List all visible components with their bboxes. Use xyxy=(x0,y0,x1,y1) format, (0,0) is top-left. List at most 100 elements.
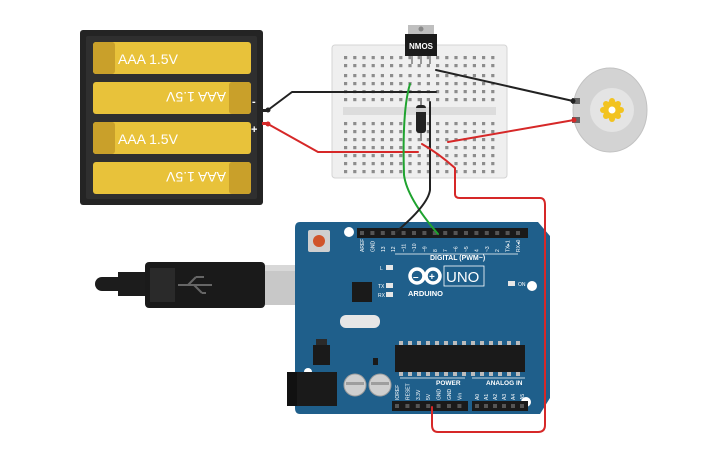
nmos-transistor[interactable]: NMOS xyxy=(405,25,437,64)
breadboard-hole[interactable] xyxy=(399,146,403,150)
dc-motor[interactable] xyxy=(572,67,648,153)
breadboard-hole[interactable] xyxy=(463,122,467,126)
breadboard-hole[interactable] xyxy=(482,56,486,60)
breadboard-hole[interactable] xyxy=(454,64,458,68)
breadboard-hole[interactable] xyxy=(417,154,421,158)
breadboard-hole[interactable] xyxy=(362,170,366,174)
breadboard-hole[interactable] xyxy=(344,74,348,78)
header-pin[interactable] xyxy=(443,231,448,235)
header-pin[interactable] xyxy=(516,231,520,235)
wire-battery-negative[interactable] xyxy=(267,91,437,111)
breadboard-hole[interactable] xyxy=(491,162,495,166)
breadboard-hole[interactable] xyxy=(463,56,467,60)
breadboard-hole[interactable] xyxy=(399,154,403,158)
breadboard-hole[interactable] xyxy=(362,82,366,86)
breadboard-hole[interactable] xyxy=(371,98,375,102)
breadboard-hole[interactable] xyxy=(371,56,375,60)
header-pin[interactable] xyxy=(475,404,479,408)
breadboard-hole[interactable] xyxy=(362,162,366,166)
breadboard-hole[interactable] xyxy=(353,64,357,68)
breadboard-hole[interactable] xyxy=(426,170,430,174)
breadboard-hole[interactable] xyxy=(371,130,375,134)
diode[interactable] xyxy=(416,98,426,141)
breadboard-hole[interactable] xyxy=(472,56,476,60)
breadboard-hole[interactable] xyxy=(463,98,467,102)
breadboard-hole[interactable] xyxy=(426,56,430,60)
breadboard-hole[interactable] xyxy=(390,154,394,158)
breadboard-hole[interactable] xyxy=(417,146,421,150)
breadboard-hole[interactable] xyxy=(417,162,421,166)
header-pin[interactable] xyxy=(391,231,396,235)
breadboard-hole[interactable] xyxy=(399,56,403,60)
breadboard-hole[interactable] xyxy=(454,74,458,78)
breadboard-hole[interactable] xyxy=(344,130,348,134)
header-pin[interactable] xyxy=(380,231,385,235)
breadboard-hole[interactable] xyxy=(445,138,449,142)
breadboard-hole[interactable] xyxy=(482,138,486,142)
breadboard-hole[interactable] xyxy=(408,122,412,126)
breadboard-hole[interactable] xyxy=(390,130,394,134)
breadboard-hole[interactable] xyxy=(491,170,495,174)
breadboard-hole[interactable] xyxy=(472,74,476,78)
breadboard-hole[interactable] xyxy=(353,162,357,166)
breadboard-hole[interactable] xyxy=(454,56,458,60)
breadboard-hole[interactable] xyxy=(353,130,357,134)
breadboard-hole[interactable] xyxy=(353,138,357,142)
breadboard-hole[interactable] xyxy=(371,146,375,150)
breadboard-hole[interactable] xyxy=(491,74,495,78)
breadboard-hole[interactable] xyxy=(362,98,366,102)
breadboard-hole[interactable] xyxy=(426,154,430,158)
breadboard-hole[interactable] xyxy=(436,130,440,134)
breadboard-hole[interactable] xyxy=(390,56,394,60)
breadboard-hole[interactable] xyxy=(353,154,357,158)
breadboard-hole[interactable] xyxy=(371,162,375,166)
breadboard-hole[interactable] xyxy=(390,162,394,166)
header-pin[interactable] xyxy=(401,231,406,235)
wire-drain-to-motor[interactable] xyxy=(435,69,574,102)
breadboard-hole[interactable] xyxy=(482,146,486,150)
header-pin[interactable] xyxy=(493,404,497,408)
breadboard-hole[interactable] xyxy=(463,162,467,166)
header-pin[interactable] xyxy=(511,404,515,408)
breadboard-hole[interactable] xyxy=(362,138,366,142)
breadboard-hole[interactable] xyxy=(436,162,440,166)
breadboard-hole[interactable] xyxy=(436,138,440,142)
breadboard-hole[interactable] xyxy=(344,98,348,102)
breadboard-hole[interactable] xyxy=(380,154,384,158)
header-pin[interactable] xyxy=(474,231,479,235)
breadboard-hole[interactable] xyxy=(445,122,449,126)
breadboard-hole[interactable] xyxy=(472,170,476,174)
breadboard-hole[interactable] xyxy=(344,64,348,68)
breadboard-hole[interactable] xyxy=(371,74,375,78)
battery-pack[interactable]: AAA 1.5V AAA 1.5V AAA 1.5V AAA 1.5V - + xyxy=(80,30,268,205)
breadboard-hole[interactable] xyxy=(482,130,486,134)
breadboard-hole[interactable] xyxy=(426,98,430,102)
breadboard-hole[interactable] xyxy=(482,82,486,86)
breadboard-hole[interactable] xyxy=(344,154,348,158)
breadboard-hole[interactable] xyxy=(482,154,486,158)
header-pin[interactable] xyxy=(405,404,410,408)
breadboard-hole[interactable] xyxy=(445,146,449,150)
breadboard-hole[interactable] xyxy=(390,122,394,126)
breadboard-hole[interactable] xyxy=(362,122,366,126)
breadboard-hole[interactable] xyxy=(436,56,440,60)
breadboard-hole[interactable] xyxy=(472,90,476,94)
breadboard-hole[interactable] xyxy=(482,162,486,166)
breadboard-hole[interactable] xyxy=(472,138,476,142)
breadboard-hole[interactable] xyxy=(362,56,366,60)
breadboard-hole[interactable] xyxy=(436,82,440,86)
breadboard-hole[interactable] xyxy=(399,98,403,102)
breadboard-hole[interactable] xyxy=(380,122,384,126)
breadboard-hole[interactable] xyxy=(454,90,458,94)
wire-gate-pin9[interactable] xyxy=(402,83,439,235)
breadboard-hole[interactable] xyxy=(436,122,440,126)
breadboard-hole[interactable] xyxy=(344,162,348,166)
breadboard-hole[interactable] xyxy=(454,146,458,150)
breadboard-hole[interactable] xyxy=(436,74,440,78)
header-pin[interactable] xyxy=(453,231,458,235)
breadboard-hole[interactable] xyxy=(482,64,486,68)
breadboard-hole[interactable] xyxy=(417,56,421,60)
breadboard-hole[interactable] xyxy=(472,64,476,68)
header-pin[interactable] xyxy=(436,404,441,408)
breadboard-hole[interactable] xyxy=(353,74,357,78)
